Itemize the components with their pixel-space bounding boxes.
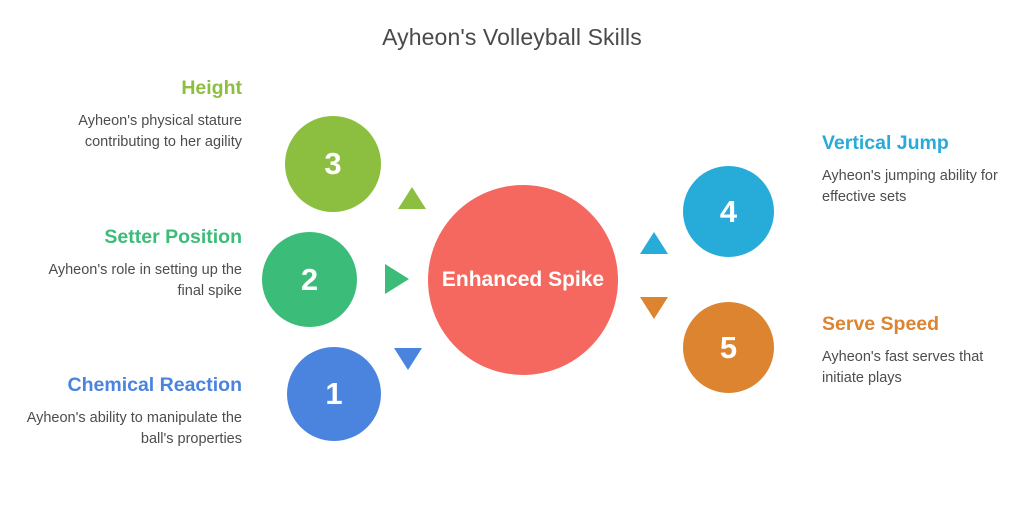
skill-body-setter-position: Ayheon's role in setting up the final sp… [48,261,242,299]
skill-block-serve-speed: Serve Speed Ayheon's fast serves that in… [822,312,1022,388]
skill-body-vertical-jump: Ayheon's jumping ability for effective s… [822,167,998,205]
skill-block-vertical-jump: Vertical Jump Ayheon's jumping ability f… [822,131,1022,207]
triangle-down-icon [640,297,668,319]
triangle-up-icon [640,232,668,254]
skill-circle-1[interactable]: 1 [287,347,381,441]
skill-block-chemical-reaction: Chemical Reaction Ayheon's ability to ma… [20,373,242,449]
triangle-down-icon [394,348,422,370]
skill-block-setter-position: Setter Position Ayheon's role in setting… [20,225,242,301]
page-title: Ayheon's Volleyball Skills [382,24,642,50]
skill-circle-5[interactable]: 5 [683,302,774,393]
skill-block-height: Height Ayheon's physical stature contrib… [20,76,242,152]
skill-circle-2[interactable]: 2 [262,232,357,327]
triangle-up-icon [398,187,426,209]
skill-heading-setter-position: Setter Position [104,226,242,248]
skill-heading-chemical-reaction: Chemical Reaction [67,374,242,396]
skill-circle-4[interactable]: 4 [683,166,774,257]
skill-circle-3[interactable]: 3 [285,116,381,212]
skill-body-serve-speed: Ayheon's fast serves that initiate plays [822,348,984,386]
skill-body-chemical-reaction: Ayheon's ability to manipulate the ball'… [26,409,242,447]
skill-heading-serve-speed: Serve Speed [822,313,940,335]
skill-heading-height: Height [181,77,242,99]
center-node-enhanced-spike[interactable]: Enhanced Spike [428,185,618,375]
triangle-right-icon [385,264,409,294]
skill-body-height: Ayheon's physical stature contributing t… [78,112,242,150]
skill-heading-vertical-jump: Vertical Jump [822,132,949,154]
